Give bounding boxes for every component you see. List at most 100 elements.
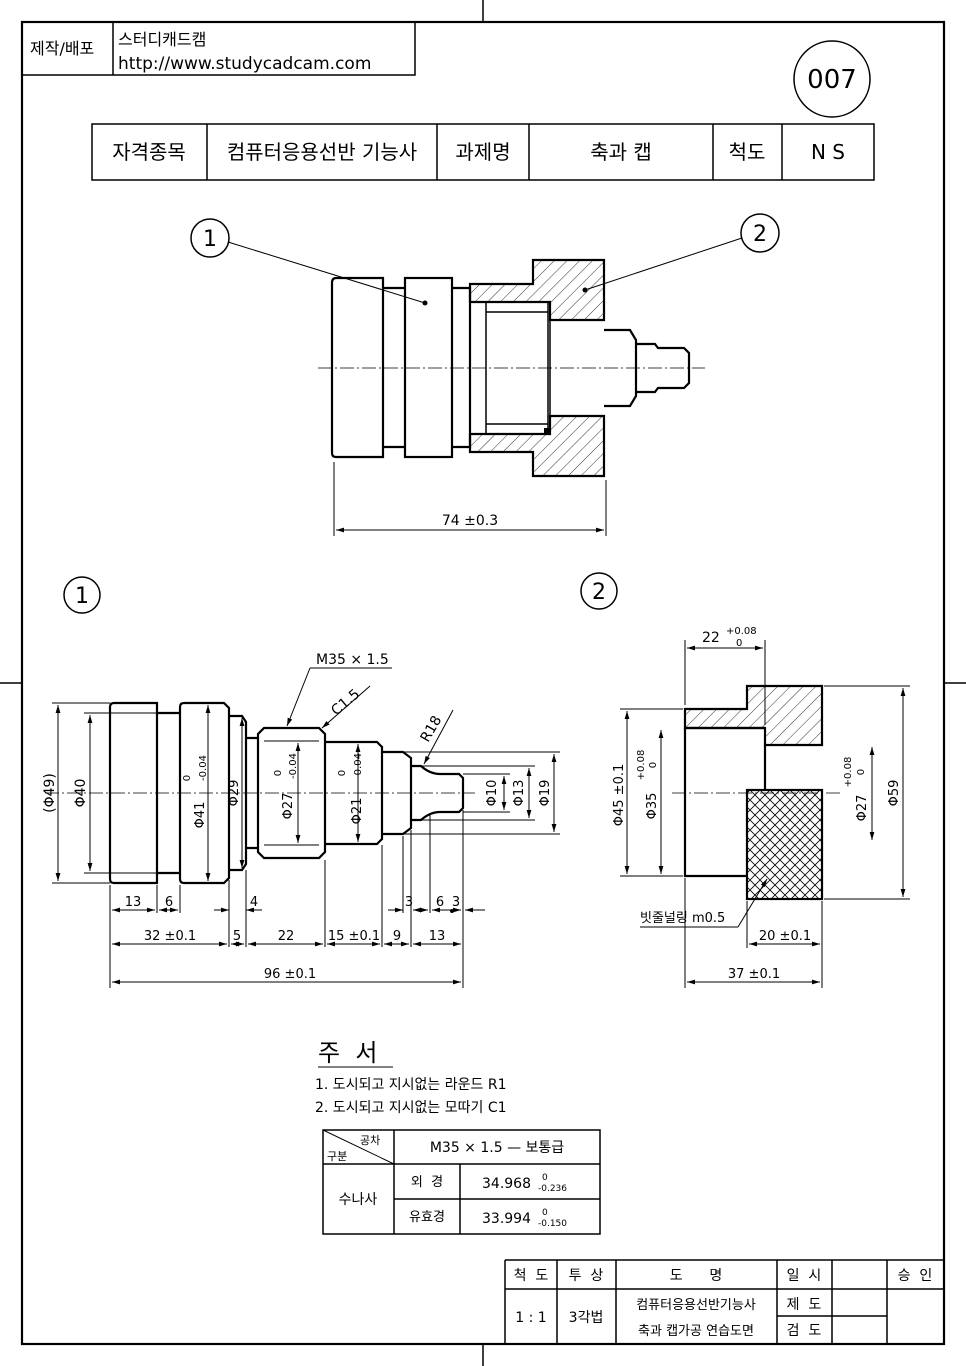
dim-phi27-bore: Φ27 — [855, 795, 870, 822]
part1-view: 1 (Φ49) Φ40 Φ41 0 -0.04 Φ29 — [42, 576, 560, 988]
assembly-balloon-2: 2 — [753, 222, 767, 247]
tb-col-name: 도 명 — [670, 1268, 722, 1284]
tb-name-line1: 컴퓨터응용선반기능사 — [636, 1298, 756, 1313]
drawing-number-badge: 007 — [793, 40, 871, 118]
distributor-url: http://www.studycadcam.com — [118, 54, 371, 74]
assembly-view: 1 2 74 ±0.3 — [190, 213, 780, 536]
cap-section-upper — [468, 258, 606, 322]
dim-phi40: Φ40 — [73, 779, 89, 808]
dim-3a: 3 — [405, 895, 413, 910]
tb-col-projection: 투 상 — [569, 1268, 604, 1284]
tol-plus: +0.08 — [636, 750, 647, 781]
dim-phi35: Φ35 — [645, 793, 660, 820]
note-item: 2. 도시되고 지시없는 모따기 C1 — [315, 1100, 507, 1116]
part1-dims-row2: 32 ±0.1 5 22 15 ±0.1 9 13 96 ±0.1 — [112, 929, 461, 985]
cap-knurl — [745, 788, 824, 901]
note-item: 1. 도시되고 지시없는 라운드 R1 — [315, 1077, 506, 1093]
knurl-note: 빗줄널링 m0.5 — [640, 911, 725, 926]
radius-note: R18 — [418, 713, 446, 745]
tol-zero: 0 — [337, 770, 348, 776]
table-row-tol-lower: -0.236 — [538, 1184, 567, 1194]
dim-22: 22 — [278, 929, 295, 944]
tb-col-date: 일 시 — [787, 1268, 822, 1284]
drawing-number: 007 — [807, 65, 857, 95]
tb-name-line2: 축과 캡가공 연습도면 — [638, 1324, 754, 1339]
tol-minus: -0.04 — [198, 755, 209, 781]
table-row-group: 수나사 — [339, 1192, 378, 1208]
dim-3b: 3 — [452, 895, 460, 910]
table-row-value: 34.968 — [482, 1176, 531, 1192]
notes-title: 주 서 — [318, 1039, 377, 1067]
table-corner-bottom: 구분 — [327, 1150, 347, 1163]
dim-9: 9 — [393, 929, 401, 944]
dim-6: 6 — [165, 895, 173, 910]
title-block: 척 도 투 상 도 명 일 시 승 인 1 : 1 3각법 컴퓨터응용선반기능사… — [504, 1259, 944, 1344]
dim-phi21: Φ21 — [350, 798, 365, 825]
table-row-label: 유효경 — [409, 1210, 445, 1225]
table-row-value: 33.994 — [482, 1211, 531, 1227]
tol-zero: 0 — [648, 762, 659, 768]
dim-5: 5 — [233, 929, 241, 944]
distributor-box: 제작/배포 스터디캐드캠 http://www.studycadcam.com — [21, 21, 416, 76]
tol-plus: +0.08 — [726, 626, 757, 637]
dim-phi27: Φ27 — [281, 793, 296, 820]
dim-32: 32 ±0.1 — [144, 929, 196, 944]
tol-zero: 0 — [736, 638, 742, 649]
tb-projection: 3각법 — [569, 1310, 604, 1326]
dim-6b: 6 — [436, 895, 444, 910]
notes: 주 서 1. 도시되고 지시없는 라운드 R1 2. 도시되고 지시없는 모따기… — [315, 1039, 507, 1116]
label-scale: 척도 — [729, 140, 766, 164]
qualification: 컴퓨터응용선반 기능사 — [227, 140, 417, 164]
part1-balloon: 1 — [75, 584, 89, 609]
thread-note: M35 × 1.5 — [316, 652, 389, 668]
table-corner-top: 공차 — [360, 1134, 380, 1147]
dim-phi45: Φ45 ±0.1 — [612, 764, 627, 826]
cap-section-lower — [468, 414, 606, 478]
dim-phi10: Φ10 — [485, 780, 500, 807]
dim-37: 37 ±0.1 — [728, 967, 780, 982]
dim-4: 4 — [250, 895, 258, 910]
distributor-name: 스터디캐드캠 — [118, 30, 206, 49]
dim-phi13: Φ13 — [512, 780, 527, 807]
part2-view: 2 22 +0.08 0 Φ45 ±0.1 Φ35 +0.08 0 Φ27 +0… — [580, 572, 910, 988]
cap-hatch-top — [683, 684, 824, 747]
dim-phi49: (Φ49) — [42, 773, 58, 813]
table-row-tol-upper: 0 — [542, 1173, 548, 1183]
dim-13: 13 — [125, 895, 142, 910]
part1-dims-row1: 13 6 4 3 6 3 — [112, 895, 485, 913]
table-row-tol-upper: 0 — [542, 1208, 548, 1218]
tol-plus: +0.08 — [843, 757, 854, 788]
chamfer-note: C1.5 — [328, 686, 363, 719]
tb-scale: 1 : 1 — [515, 1310, 546, 1326]
dim-phi19: Φ19 — [538, 780, 553, 807]
assembly-dim-total: 74 ±0.3 — [442, 513, 498, 529]
tol-minus: -0.04 — [353, 753, 364, 779]
tb-col-scale: 척 도 — [514, 1268, 549, 1284]
distributor-label: 제작/배포 — [30, 39, 94, 58]
title-bar: 자격종목 컴퓨터응용선반 기능사 과제명 축과 캡 척도 N S — [91, 123, 875, 181]
task: 축과 캡 — [590, 140, 652, 164]
dim-knurl: 20 ±0.1 — [759, 929, 811, 944]
thread-table: 공차 구분 M35 × 1.5 — 보통급 수나사 외 경 34.968 0 -… — [322, 1129, 601, 1235]
tol-zero: 0 — [273, 770, 284, 776]
tb-col-approve: 승 인 — [898, 1268, 933, 1284]
table-row-label: 외 경 — [411, 1175, 443, 1190]
part1-vertical-dims: (Φ49) Φ40 Φ41 0 -0.04 Φ29 Φ27 0 -0.04 Φ2… — [42, 702, 560, 884]
dim-15: 15 ±0.1 — [328, 929, 380, 944]
tol-minus: -0.04 — [288, 753, 299, 779]
tb-row-draw: 제 도 — [787, 1297, 822, 1313]
tb-row-check: 검 도 — [787, 1323, 822, 1339]
tol-zero: 0 — [856, 769, 867, 775]
table-row-tol-lower: -0.150 — [538, 1219, 567, 1229]
scale: N S — [811, 140, 845, 164]
tol-zero: 0 — [182, 775, 193, 781]
dim-22-depth: 22 — [702, 630, 720, 646]
table-header: M35 × 1.5 — 보통급 — [430, 1140, 564, 1156]
label-qualification: 자격종목 — [112, 140, 186, 164]
dim-phi41: Φ41 — [193, 802, 208, 829]
dim-96: 96 ±0.1 — [264, 967, 316, 982]
dim-phi29: Φ29 — [227, 780, 242, 807]
label-task: 과제명 — [455, 140, 510, 164]
part2-balloon: 2 — [592, 580, 606, 605]
